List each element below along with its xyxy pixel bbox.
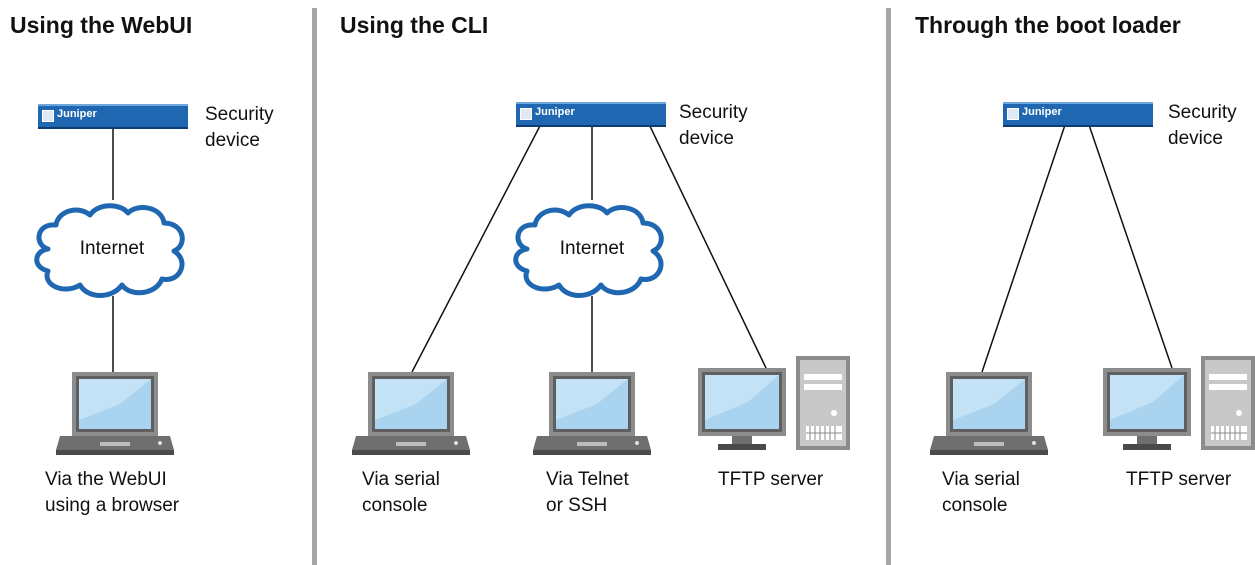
link-line <box>981 121 1067 373</box>
device-brand: Juniper <box>57 108 97 120</box>
laptop-icon <box>56 372 174 455</box>
client-label: TFTP server <box>718 469 824 490</box>
panel-divider <box>312 8 317 565</box>
link-line <box>411 121 543 373</box>
laptop-icon <box>930 372 1048 455</box>
juniper-logo-icon <box>1007 108 1019 120</box>
laptop-icon <box>533 372 651 455</box>
panel-title-webui: Using the WebUI <box>10 12 193 38</box>
client-label: TFTP server <box>1126 469 1232 490</box>
cloud-label: Internet <box>79 238 145 259</box>
cloud-label: Internet <box>559 238 625 259</box>
panel-divider <box>886 8 891 565</box>
link-line <box>647 121 767 369</box>
link-line <box>1087 121 1173 369</box>
panel-title-cli: Using the CLI <box>340 12 489 38</box>
security-device-icon: Juniper <box>516 102 666 127</box>
device-brand: Juniper <box>535 106 575 118</box>
juniper-logo-icon <box>520 108 532 120</box>
security-device-icon: Juniper <box>1003 102 1153 127</box>
laptop-icon <box>352 372 470 455</box>
security-device-icon: Juniper <box>38 104 188 129</box>
juniper-logo-icon <box>42 110 54 122</box>
panel-title-boot-loader: Through the boot loader <box>915 12 1181 38</box>
device-brand: Juniper <box>1022 106 1062 118</box>
desktop-server-icon <box>1102 355 1255 451</box>
desktop-server-icon <box>697 355 851 451</box>
